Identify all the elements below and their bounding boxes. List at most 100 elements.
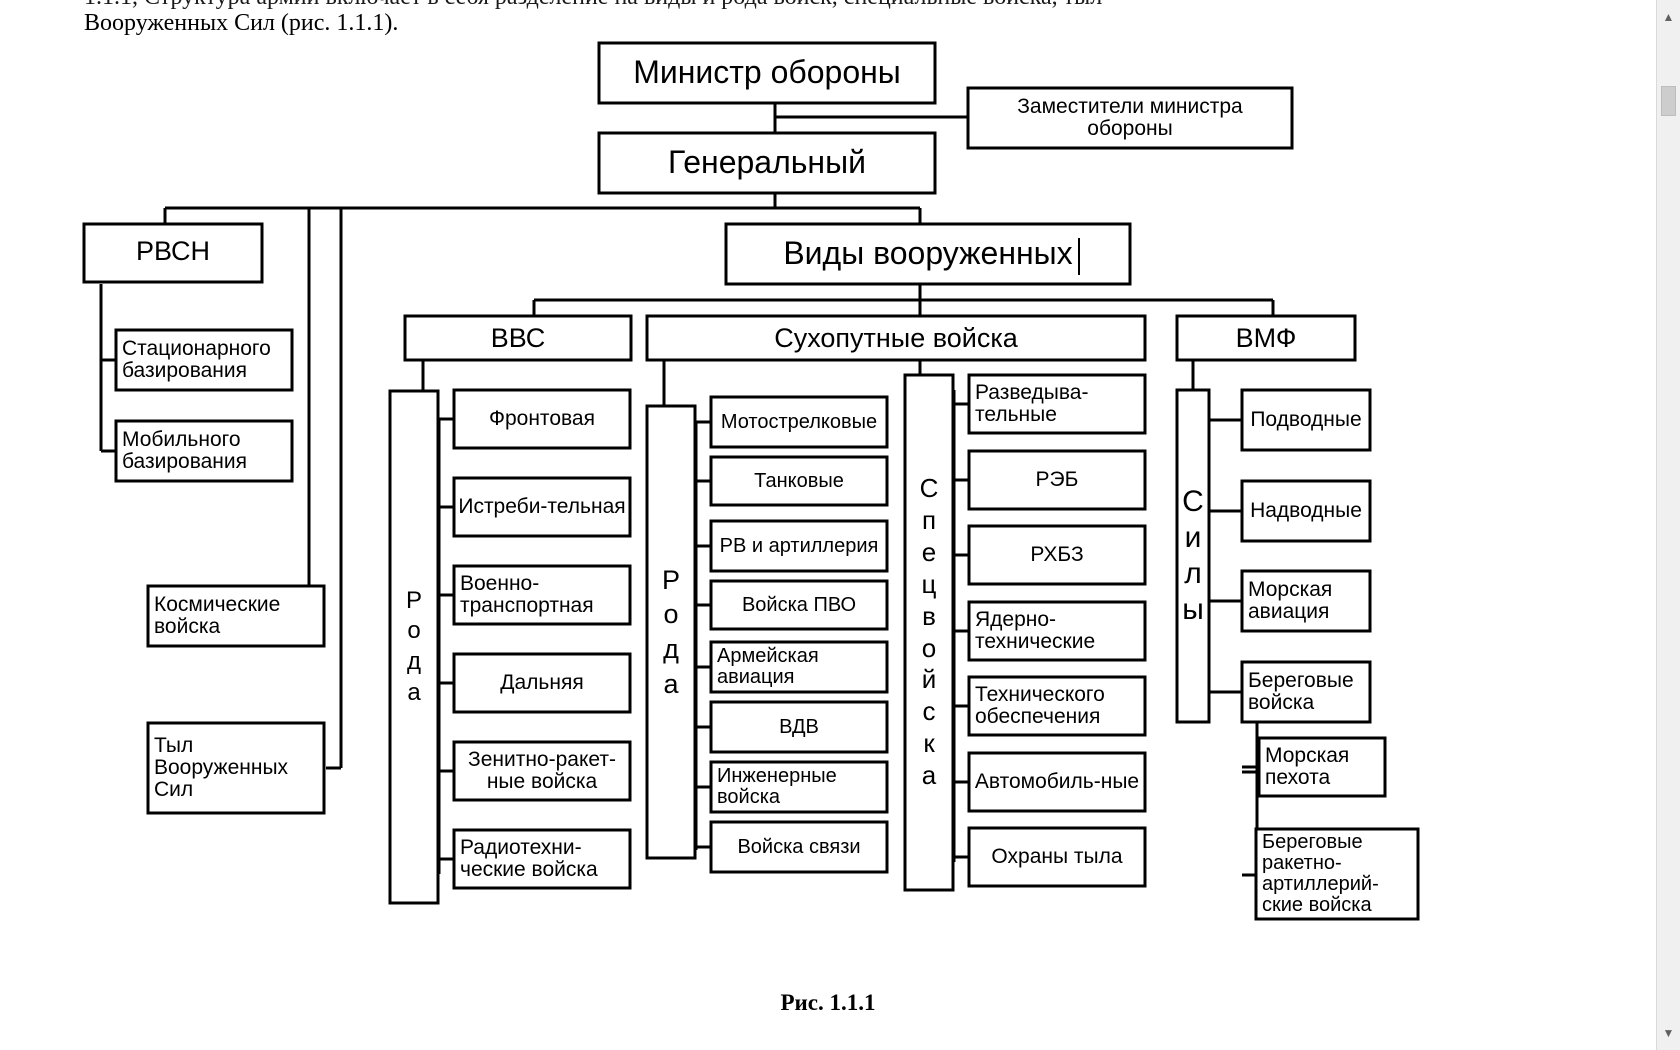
special-child-box: Разведыва-тельные xyxy=(969,375,1145,433)
rvsn-stationary-box: Стационарного базирования xyxy=(116,330,292,390)
ground-child-box-label: Войска ПВО xyxy=(741,593,857,616)
vvs-child-5-rect xyxy=(452,828,632,890)
navy-child-box: Морская авиация xyxy=(1242,571,1370,631)
navy-label: ВМФ xyxy=(1235,322,1297,353)
special-child-6-rect xyxy=(967,826,1147,888)
minister-rect xyxy=(597,41,937,105)
vertical-letter: д xyxy=(663,634,679,664)
vvs-child-box-label: Военно-транспортная xyxy=(460,571,594,617)
vertical-letter: о xyxy=(921,632,937,663)
vvs-child-box-label: Зенитно-ракет-ные войска xyxy=(468,747,616,793)
vertical-letter: в xyxy=(922,600,936,631)
vvs-group-rect xyxy=(388,389,440,905)
ground-child-1-rect xyxy=(709,455,889,507)
vvs-connector-ticks xyxy=(439,417,454,861)
ground-child-7-rect xyxy=(709,820,889,874)
ground-child-4-rect xyxy=(709,640,889,694)
scroll-up-arrow-icon[interactable]: ▲ xyxy=(1662,10,1675,24)
vertical-letter: и xyxy=(1184,521,1202,554)
ground-connector-ticks xyxy=(696,420,711,849)
navy-box: ВМФ xyxy=(1177,316,1355,360)
navy-child-box: Надводные xyxy=(1242,481,1370,541)
rvsn-stationary-rect xyxy=(114,328,294,392)
navy-rect xyxy=(1175,314,1357,362)
ground-child-box: ВДВ xyxy=(711,702,887,752)
ground-rect xyxy=(645,314,1147,362)
rvsn-box: РВСН xyxy=(84,224,262,282)
ground-child-3-rect xyxy=(709,579,889,631)
vvs-child-1-rect xyxy=(452,476,632,538)
ground-child-box: Войска ПВО xyxy=(711,581,887,629)
branches-box: Виды вооруженных xyxy=(726,224,1130,284)
special-child-3-rect xyxy=(967,600,1147,662)
general-label: Генеральный xyxy=(668,144,866,181)
ground-child-box: Танковые xyxy=(711,457,887,505)
special-child-box-label: Автомобиль-ные xyxy=(974,769,1140,793)
vvs-label: ВВС xyxy=(490,322,546,353)
vvs-child-box: Радиотехни-ческие войска xyxy=(454,830,630,888)
navy-child-3-rect xyxy=(1240,660,1372,724)
vertical-letter: с xyxy=(922,696,936,727)
special-child-box: Технического обеспечения xyxy=(969,677,1145,735)
rvsn-label: РВСН xyxy=(135,235,211,266)
vvs-child-box: Зенитно-ракет-ные войска xyxy=(454,742,630,800)
vertical-letter: к xyxy=(923,728,935,759)
vvs-child-box: Истреби-тельная xyxy=(454,478,630,536)
special-group-rect xyxy=(903,373,955,892)
ground-child-5-rect xyxy=(709,700,889,754)
vvs-child-4-rect xyxy=(452,740,632,802)
navy-connector-ticks xyxy=(1209,418,1259,877)
org-chart-boxes xyxy=(82,41,1420,921)
ground-child-box: Войска связи xyxy=(711,822,887,872)
branches-label: Виды вооруженных xyxy=(783,235,1073,272)
vertical-letter: а xyxy=(663,668,679,699)
ground-child-box: РВ и артиллерия xyxy=(711,521,887,571)
vertical-letter: а xyxy=(407,678,421,706)
navy-group-rect xyxy=(1175,388,1211,724)
scroll-down-arrow-icon[interactable]: ▼ xyxy=(1662,1026,1675,1040)
special-connector-ticks xyxy=(954,402,969,859)
ground-child-box: Инженерные войска xyxy=(711,762,887,812)
navy-child-0-rect xyxy=(1240,388,1372,452)
vvs-child-box: Военно-транспортная xyxy=(454,566,630,624)
special-child-box: Автомобиль-ные xyxy=(969,753,1145,811)
navy-child-box-label: Надводные xyxy=(1250,498,1362,522)
rear-rect xyxy=(146,721,326,815)
navy-child-box-label: Береговые войска xyxy=(1248,668,1354,714)
vertical-letter: й xyxy=(921,664,937,695)
deputies-box: Заместители министра обороны xyxy=(968,88,1292,148)
ground-child-box-label: Инженерные войска xyxy=(717,765,837,808)
special-child-0-rect xyxy=(967,373,1147,435)
vertical-letter: ц xyxy=(921,568,937,599)
vvs-child-2-rect xyxy=(452,564,632,626)
general-rect xyxy=(597,131,937,195)
ground-child-box: Мотострелковые xyxy=(711,397,887,447)
space-troops-label: Космические войска xyxy=(154,592,281,638)
figure-caption: Рис. 1.1.1 xyxy=(780,990,876,1015)
ground-child-box: Армейская авиация xyxy=(711,642,887,692)
intro-text-line-1: 1.1.1, Структура армии включает в себя р… xyxy=(84,0,1102,11)
vertical-letter: Р xyxy=(405,586,422,614)
vvs-child-box: Фронтовая xyxy=(454,390,630,448)
rear-label: Тыл Вооруженных Сил xyxy=(154,733,289,802)
special-child-2-rect xyxy=(967,524,1147,586)
special-child-5-rect xyxy=(967,751,1147,813)
vertical-letter: л xyxy=(1184,557,1202,590)
ground-child-box-label: Мотострелковые xyxy=(720,410,878,433)
text-cursor xyxy=(1078,238,1080,275)
vertical-letter: а xyxy=(921,760,937,791)
branches-rect xyxy=(724,222,1132,286)
special-child-box-label: РЭБ xyxy=(1035,467,1079,491)
vvs-child-box-label: Фронтовая xyxy=(489,406,595,430)
navy-child-box: Подводные xyxy=(1242,390,1370,450)
ground-forces-label: Сухопутные войска xyxy=(774,322,1018,353)
scroll-thumb[interactable] xyxy=(1661,86,1676,116)
vertical-letter: д xyxy=(406,648,421,675)
vertical-scrollbar[interactable]: ▲ ▼ xyxy=(1656,0,1680,1050)
